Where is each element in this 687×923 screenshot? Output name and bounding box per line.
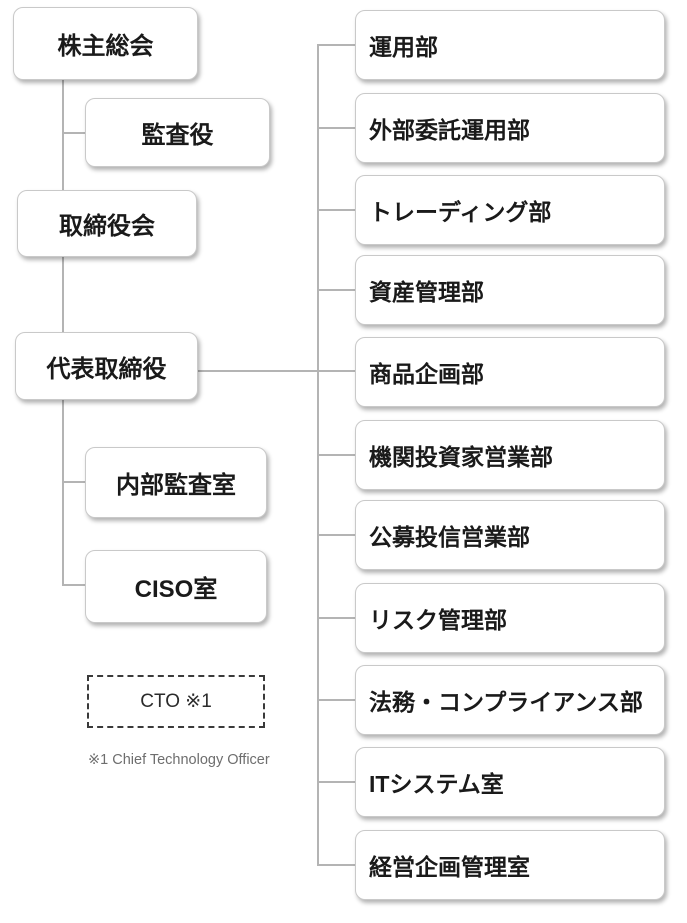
connector-dept-10 [317, 864, 355, 866]
connector-dept-4 [317, 370, 355, 372]
node-dept-product-planning: 商品企画部 [355, 337, 665, 407]
connector-trunk-bottom [62, 400, 64, 586]
node-auditors: 監査役 [85, 98, 270, 167]
connector-auditors [62, 132, 86, 134]
connector-trunk-top [62, 80, 64, 190]
connector-dept-8 [317, 699, 355, 701]
node-ciso-office: CISO室 [85, 550, 267, 623]
connector-ciso [62, 584, 86, 586]
connector-dept-9 [317, 781, 355, 783]
connector-dept-1 [317, 127, 355, 129]
connector-dept-3 [317, 289, 355, 291]
connector-dept-5 [317, 454, 355, 456]
node-internal-audit-office: 内部監査室 [85, 447, 267, 518]
connector-dept-2 [317, 209, 355, 211]
node-dept-legal-compliance: 法務・コンプライアンス部 [355, 665, 665, 735]
node-cto: CTO ※1 [87, 675, 265, 728]
connector-main [197, 370, 355, 372]
connector-dept-6 [317, 534, 355, 536]
node-dept-trading: トレーディング部 [355, 175, 665, 245]
node-board-of-directors: 取締役会 [17, 190, 197, 257]
connector-dept-0 [317, 44, 355, 46]
node-dept-it-systems: ITシステム室 [355, 747, 665, 817]
node-dept-public-fund-sales: 公募投信営業部 [355, 500, 665, 570]
connector-dept-7 [317, 617, 355, 619]
node-dept-outsourced-operations: 外部委託運用部 [355, 93, 665, 163]
node-representative-director: 代表取締役 [15, 332, 198, 400]
node-shareholders-meeting: 株主総会 [13, 7, 198, 80]
node-dept-institutional-sales: 機関投資家営業部 [355, 420, 665, 490]
node-dept-operations: 運用部 [355, 10, 665, 80]
node-dept-corporate-planning: 経営企画管理室 [355, 830, 665, 900]
connector-internal-audit [62, 481, 86, 483]
connector-trunk-mid [62, 257, 64, 332]
node-dept-asset-management: 資産管理部 [355, 255, 665, 325]
cto-footnote: ※1 Chief Technology Officer [88, 752, 270, 768]
node-dept-risk-management: リスク管理部 [355, 583, 665, 653]
